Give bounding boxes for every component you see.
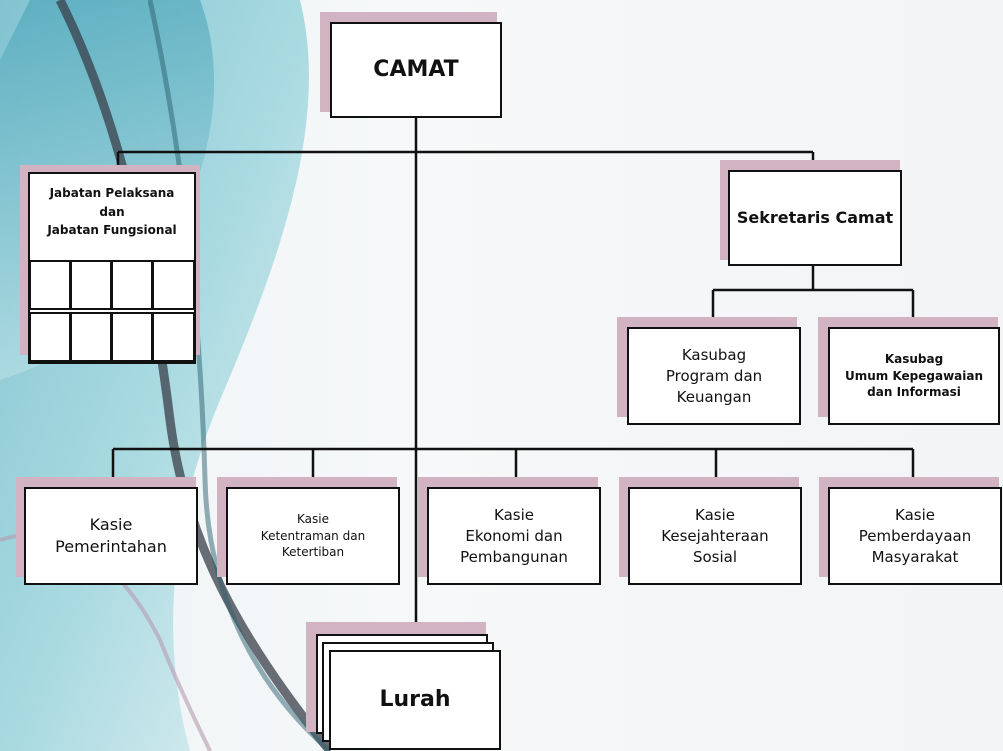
jabatan-slot xyxy=(111,260,153,310)
kasie-pemerintahan-box: Kasie Pemerintahan xyxy=(24,487,198,585)
jabatan-fungsional-title: Jabatan Pelaksana dan Jabatan Fungsional xyxy=(47,186,177,238)
jabatan-slot xyxy=(70,260,112,310)
kasie-ketentraman-box: Kasie Ketentraman dan Ketertiban xyxy=(226,487,400,585)
jabatan-slot xyxy=(111,312,153,362)
kasie-kesejahteraan-box: Kasie Kesejahteraan Sosial xyxy=(628,487,802,585)
lurah-box: Lurah xyxy=(329,650,501,750)
sekretaris-camat-box: Sekretaris Camat xyxy=(728,170,902,266)
jabatan-slot xyxy=(29,260,71,310)
kasie-ekonomi-box: Kasie Ekonomi dan Pembangunan xyxy=(427,487,601,585)
jabatan-slot xyxy=(29,312,71,362)
jabatan-slot xyxy=(70,312,112,362)
kasie-pemberdayaan-box: Kasie Pemberdayaan Masyarakat xyxy=(828,487,1002,585)
jabatan-slot xyxy=(152,312,195,362)
kasubag-program-box: Kasubag Program dan Keuangan xyxy=(627,327,801,425)
kasubag-umum-box: Kasubag Umum Kepegawaian dan Informasi xyxy=(828,327,1000,425)
jabatan-slot xyxy=(152,260,195,310)
camat-box: CAMAT xyxy=(330,22,502,118)
